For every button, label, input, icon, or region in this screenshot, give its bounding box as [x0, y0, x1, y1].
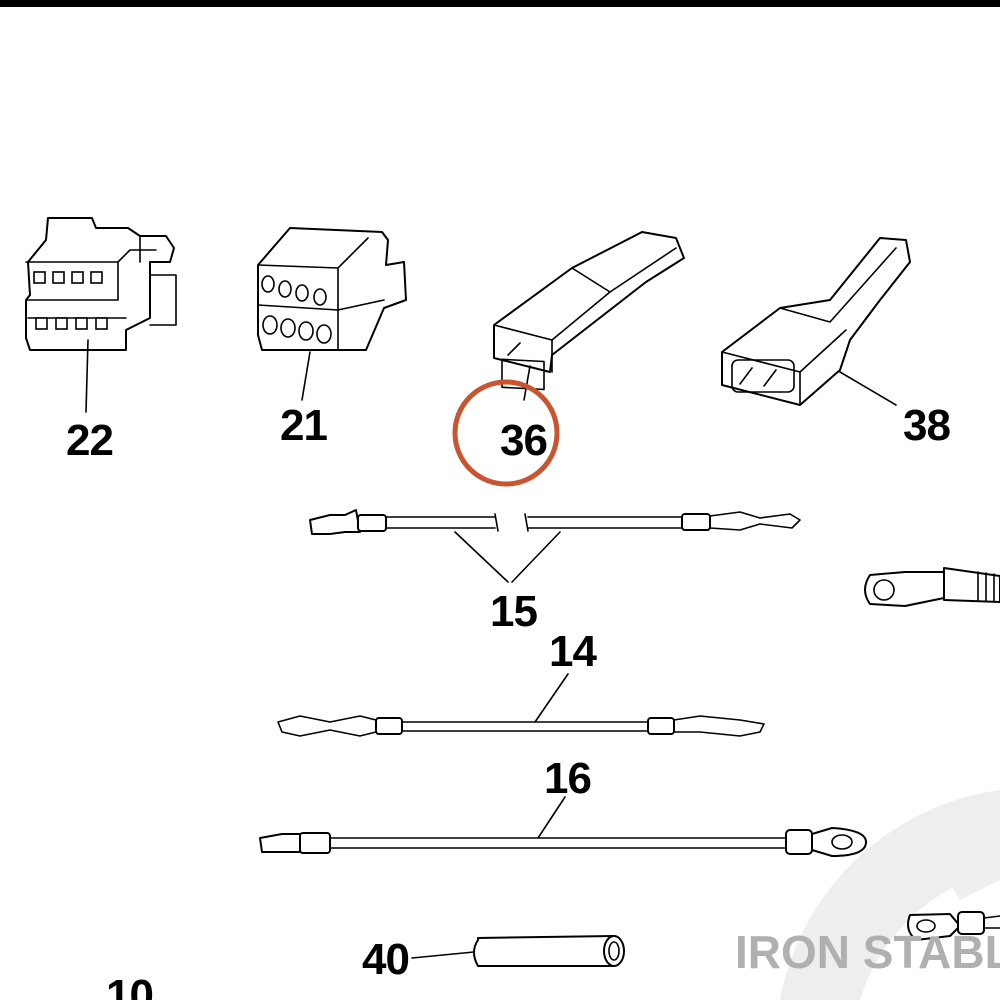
part-label-15: 15 — [490, 587, 537, 636]
connector-21-pins — [261, 275, 332, 344]
ring-terminal-right — [864, 567, 1000, 607]
part-label-10: 10 — [106, 971, 153, 1000]
part-label-40: 40 — [362, 935, 409, 984]
part-label-36: 36 — [500, 416, 547, 465]
part-label-14: 14 — [549, 627, 597, 676]
part-label-38: 38 — [903, 401, 950, 450]
wire-15[interactable] — [309, 509, 801, 583]
connector-36[interactable] — [493, 231, 685, 401]
part-label-21: 21 — [280, 401, 327, 450]
ring-terminal-bottom-right — [907, 911, 1000, 941]
highlight-circle — [452, 379, 560, 487]
top-border — [0, 0, 1000, 7]
connector-22[interactable] — [25, 217, 177, 413]
watermark-text: IRON STABLE — [735, 926, 1000, 978]
connector-38[interactable] — [721, 237, 911, 406]
connector-22-cavities — [33, 271, 108, 330]
watermark-logo — [780, 790, 1000, 1000]
sleeve-40[interactable] — [411, 935, 625, 967]
wire-16[interactable] — [259, 796, 867, 857]
part-label-16: 16 — [544, 754, 591, 803]
part-label-22: 22 — [66, 416, 113, 465]
wire-14[interactable] — [277, 673, 765, 737]
connector-21[interactable] — [257, 227, 407, 401]
